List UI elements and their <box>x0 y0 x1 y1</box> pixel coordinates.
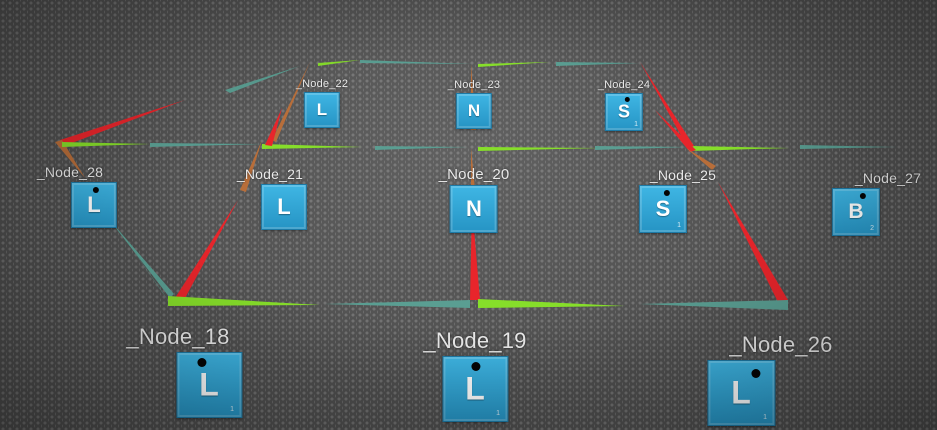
edge-arrow-teal <box>595 146 688 150</box>
node-label: _Node_18 <box>126 324 230 349</box>
edge-arrow-brown <box>272 62 310 142</box>
tile-dot <box>470 362 480 371</box>
edge-arrow-teal <box>150 143 262 147</box>
letter-tile[interactable]: S 1 <box>605 93 643 131</box>
edge-arrow-teal <box>112 220 168 300</box>
node-22[interactable]: _Node_22 L <box>296 78 348 128</box>
node-18[interactable]: _Node_18 L 1 <box>126 324 242 418</box>
edge-arrow-teal <box>556 62 640 66</box>
edge-arrow-teal <box>640 300 788 310</box>
letter-tile[interactable]: L <box>304 92 340 128</box>
tile-letter: L <box>316 100 328 119</box>
edge-arrow-green <box>168 296 320 306</box>
tile-letter: N <box>467 101 481 120</box>
edge-arrow-green <box>62 142 150 147</box>
edge-arrow-green <box>262 144 362 149</box>
node-26[interactable]: _Node_26 L 1 <box>706 332 833 426</box>
tile-dot <box>860 193 866 199</box>
edge-arrow-brown <box>55 140 85 178</box>
node-27[interactable]: _Node_27 B 2 <box>832 170 922 236</box>
tile-subscript: 1 <box>763 414 767 421</box>
node-24[interactable]: _Node_24 S 1 <box>598 79 650 131</box>
edge-arrow-red <box>60 100 185 146</box>
edge-arrow-red <box>640 62 694 148</box>
letter-tile[interactable]: L <box>71 182 117 228</box>
node-label: _Node_22 <box>295 78 349 90</box>
edge-arrow-green <box>318 60 360 66</box>
edge-arrow-teal <box>108 218 174 298</box>
edge-arrow-green <box>478 62 550 67</box>
edge-arrow-red <box>265 108 282 146</box>
letter-tile[interactable]: B 2 <box>832 188 880 236</box>
tile-letter: S <box>617 101 630 122</box>
node-label: _Node_23 <box>447 79 501 91</box>
tile-letter: L <box>199 366 219 403</box>
edge-arrow-red <box>175 200 238 300</box>
edge-arrow-teal <box>800 145 898 149</box>
node-28[interactable]: _Node_28 L <box>36 164 117 228</box>
tile-dot <box>750 369 760 378</box>
node-label: _Node_25 <box>649 167 717 183</box>
letter-tile[interactable]: N <box>456 93 492 129</box>
letter-tile[interactable]: L 1 <box>441 356 508 422</box>
tile-letter: S <box>655 196 671 221</box>
tile-letter: L <box>731 374 751 411</box>
letter-tile[interactable]: L <box>261 184 307 230</box>
tile-dot <box>196 358 206 367</box>
letter-tile[interactable]: N <box>450 185 498 233</box>
tile-subscript: 1 <box>634 121 638 128</box>
edge-arrow-green <box>478 299 625 308</box>
node-19[interactable]: _Node_19 L 1 <box>423 328 526 422</box>
edge-arrow-green <box>690 146 790 151</box>
tile-subscript: 1 <box>496 410 500 417</box>
edge-arrow-brown <box>686 148 716 170</box>
tile-letter: N <box>466 196 482 221</box>
edge-arrow-brown <box>240 140 262 192</box>
tile-letter: L <box>465 370 485 407</box>
tile-dot <box>625 97 630 102</box>
node-label: _Node_20 <box>438 166 510 183</box>
edge-arrow-red <box>655 110 696 152</box>
node-20[interactable]: _Node_20 N <box>439 166 510 233</box>
edge-arrow-teal <box>225 66 300 93</box>
node-label: _Node_19 <box>423 328 527 353</box>
node-21[interactable]: _Node_21 L <box>236 166 307 230</box>
edge-arrow-teal <box>360 60 472 64</box>
node-23[interactable]: _Node_23 N <box>448 79 500 129</box>
letter-tile[interactable]: S 1 <box>639 185 687 233</box>
tile-dot <box>664 190 670 196</box>
letter-tile[interactable]: L 1 <box>706 360 775 426</box>
edge-arrow-teal <box>325 300 470 308</box>
edge-arrow-teal <box>375 146 468 150</box>
tile-subscript: 1 <box>230 406 234 413</box>
letter-tile[interactable]: L 1 <box>175 352 242 418</box>
edge-arrow-red <box>718 182 788 302</box>
node-label: _Node_27 <box>854 170 922 186</box>
tile-subscript: 1 <box>677 222 681 229</box>
tile-dot <box>93 187 99 193</box>
tile-subscript: 2 <box>870 225 874 232</box>
node-label: _Node_26 <box>729 332 833 357</box>
node-label: _Node_28 <box>36 164 104 180</box>
edge-arrow-green <box>478 147 600 151</box>
tile-letter: L <box>277 194 291 219</box>
tile-letter: B <box>848 200 864 223</box>
node-label: _Node_24 <box>597 79 651 91</box>
node-25[interactable]: _Node_25 S 1 <box>639 167 717 233</box>
node-label: _Node_21 <box>236 166 304 182</box>
tile-letter: L <box>87 192 101 217</box>
